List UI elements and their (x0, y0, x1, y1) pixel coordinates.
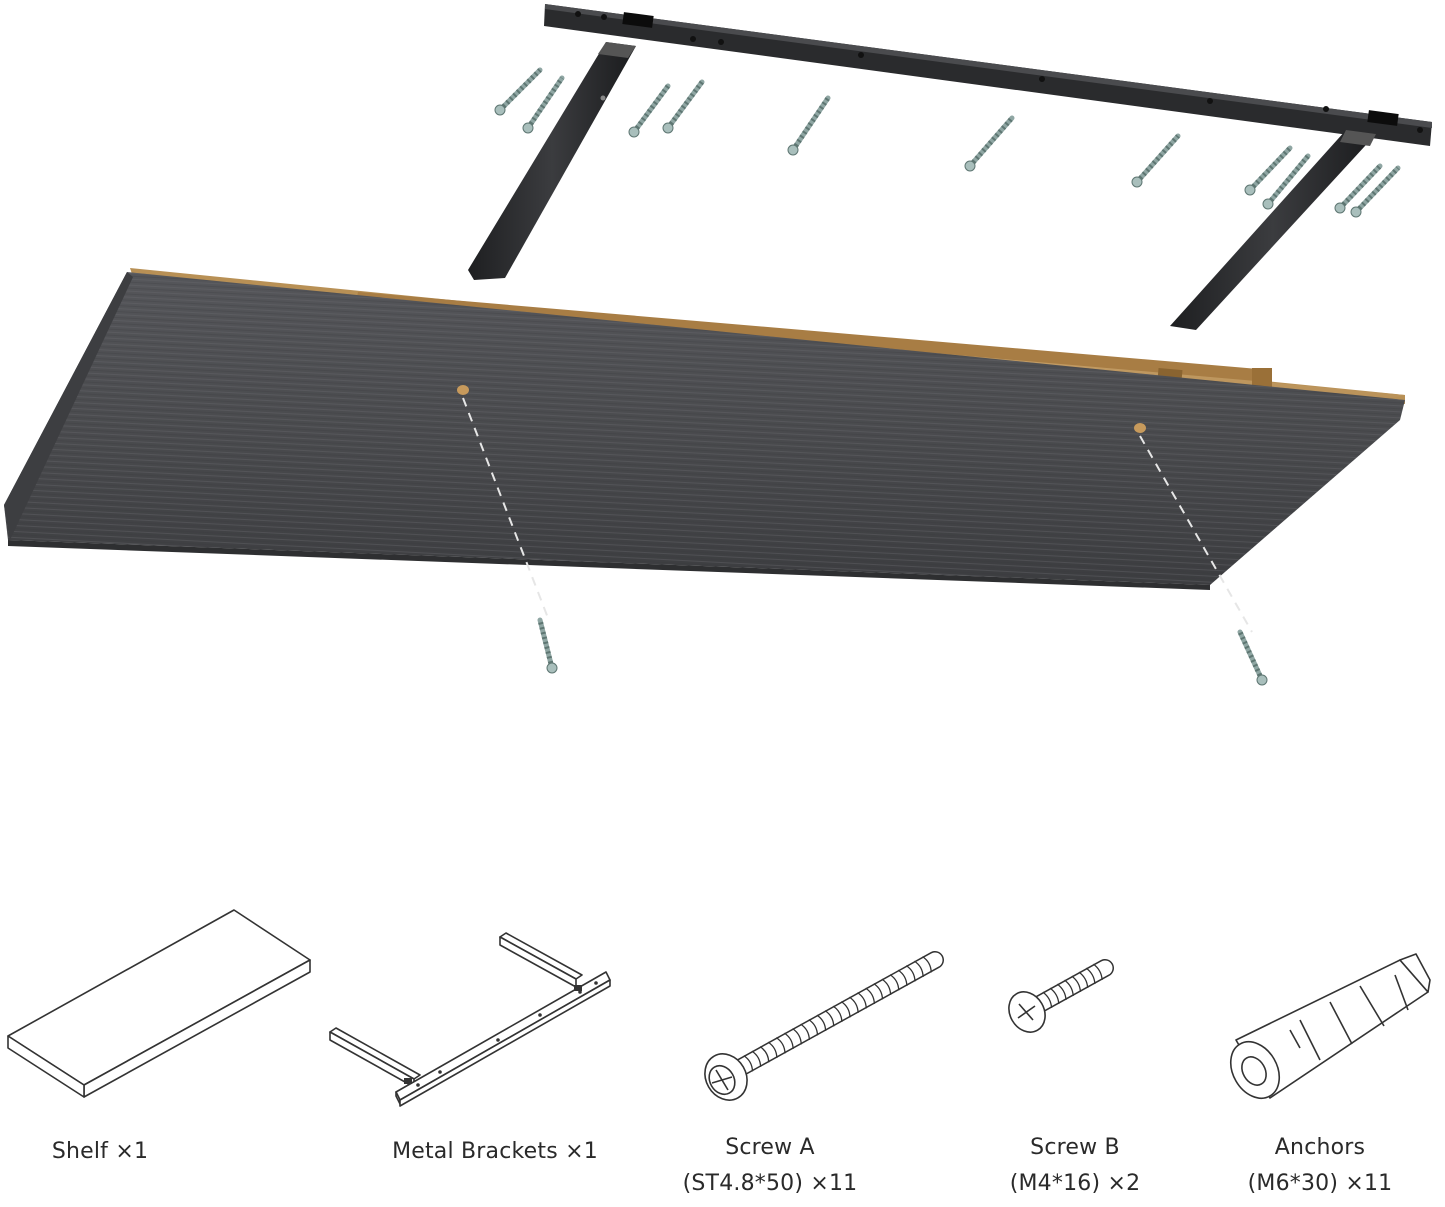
screw-a-label-line2: (ST4.8*50) ×11 (682, 1171, 858, 1196)
screw-a-part-icon (704, 951, 944, 1101)
small-screw-1 (494, 67, 543, 116)
shelf-part-icon (7, 909, 311, 1098)
small-screw-12 (537, 617, 558, 674)
small-screw-13 (1237, 629, 1268, 686)
small-screw-10 (1334, 163, 1383, 214)
screw-b-label: Screw B (M4*16) ×2 (985, 1130, 1165, 1202)
screw-a-label: Screw A (ST4.8*50) ×11 (670, 1130, 870, 1202)
bracket-rail (544, 4, 1432, 146)
small-screw-3 (628, 83, 671, 138)
bracket-arm-left (468, 42, 636, 280)
screw-a-label-line1: Screw A (725, 1135, 815, 1160)
small-screw-6 (964, 115, 1015, 172)
small-screw-2 (522, 75, 565, 134)
screw-b-part-icon (1008, 959, 1114, 1033)
metal-brackets-label: Metal Brackets ×1 (370, 1134, 620, 1170)
screw-b-label-line1: Screw B (1030, 1135, 1120, 1160)
anchors-part-icon (1229, 953, 1431, 1100)
anchors-label-line1: Anchors (1274, 1135, 1366, 1160)
shelf-label: Shelf ×1 (30, 1134, 170, 1170)
screw-b-label-line2: (M4*16) ×2 (1009, 1171, 1141, 1196)
small-screw-5 (787, 95, 831, 156)
anchors-label-line2: (M6*30) ×11 (1247, 1171, 1393, 1196)
bracket-arm-right (1170, 130, 1376, 330)
small-screw-11 (1350, 165, 1401, 218)
small-screw-4 (662, 79, 705, 134)
shelf-label-line1: Shelf ×1 (51, 1139, 149, 1164)
small-screw-9 (1262, 153, 1311, 210)
metal-brackets-label-line1: Metal Brackets ×1 (392, 1139, 598, 1164)
small-screw-8 (1244, 145, 1293, 196)
small-screw-7 (1131, 133, 1181, 188)
anchors-label: Anchors (M6*30) ×11 (1225, 1130, 1415, 1202)
screws-top (494, 67, 1401, 686)
metal-brackets-part-icon (329, 932, 611, 1107)
shelf-board (4, 268, 1405, 633)
